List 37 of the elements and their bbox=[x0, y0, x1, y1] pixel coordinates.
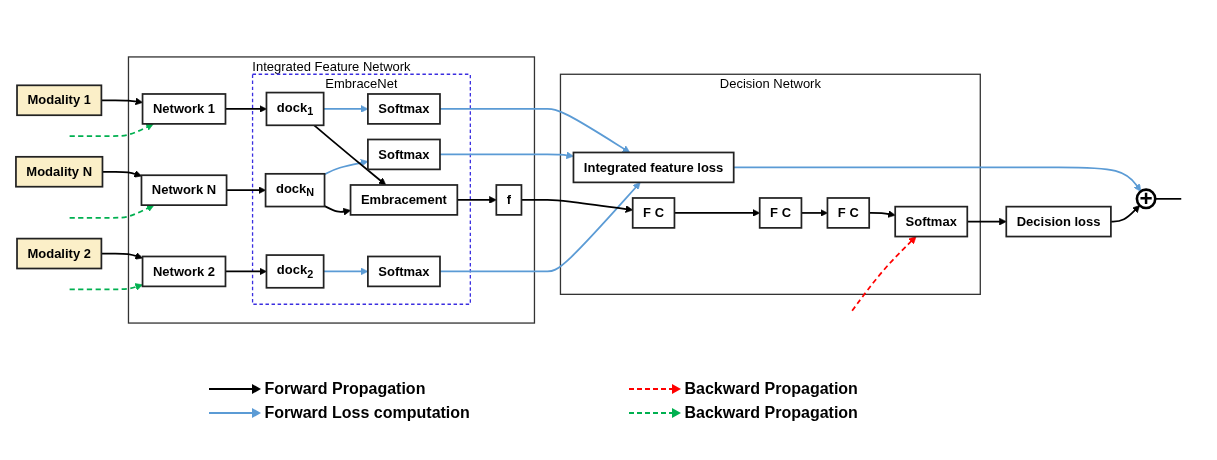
node-box: Softmax bbox=[366, 138, 441, 171]
arrow bbox=[323, 159, 368, 176]
node-box: f bbox=[494, 184, 522, 216]
legend-text: Backward Propagation bbox=[684, 380, 858, 398]
arrow bbox=[68, 204, 154, 219]
node-box: Softmax bbox=[366, 93, 441, 125]
legend-text: Backward Propagation bbox=[684, 404, 858, 422]
node-box: dock$_{N}$ bbox=[264, 172, 325, 208]
node-box: Modality N bbox=[14, 155, 103, 188]
node-box: Modality 1 bbox=[15, 84, 102, 117]
node-box: Network 2 bbox=[141, 255, 226, 288]
node-box: Network 1 bbox=[141, 93, 226, 125]
node-box: dock$_{1}$ bbox=[265, 91, 324, 127]
arrow bbox=[323, 205, 351, 216]
arrow bbox=[68, 123, 154, 137]
node-box: F C bbox=[758, 197, 802, 229]
node-box: F C bbox=[631, 197, 675, 229]
arrow bbox=[850, 236, 916, 312]
arrow bbox=[100, 97, 143, 106]
node-box: Softmax bbox=[893, 205, 968, 238]
arrow bbox=[312, 124, 386, 186]
arrow bbox=[101, 170, 142, 178]
node-box: F C bbox=[826, 197, 870, 229]
node-box: Network N bbox=[140, 174, 227, 206]
arrow bbox=[520, 199, 633, 213]
arrow bbox=[673, 209, 760, 217]
arrow bbox=[100, 252, 143, 260]
node-box: Decision loss bbox=[1004, 205, 1112, 238]
legend-text: Forward Loss computation bbox=[264, 404, 470, 422]
arrow bbox=[68, 283, 143, 291]
node-box: Embracement bbox=[349, 184, 458, 216]
node-circle: + bbox=[1135, 188, 1157, 210]
legend-text: Forward Propagation bbox=[264, 380, 426, 398]
node-box: dock$_{2}$ bbox=[265, 254, 324, 289]
node-box: Integrated feature loss bbox=[572, 151, 735, 184]
node-box: Modality 2 bbox=[15, 237, 102, 270]
node-box: Softmax bbox=[366, 255, 441, 288]
